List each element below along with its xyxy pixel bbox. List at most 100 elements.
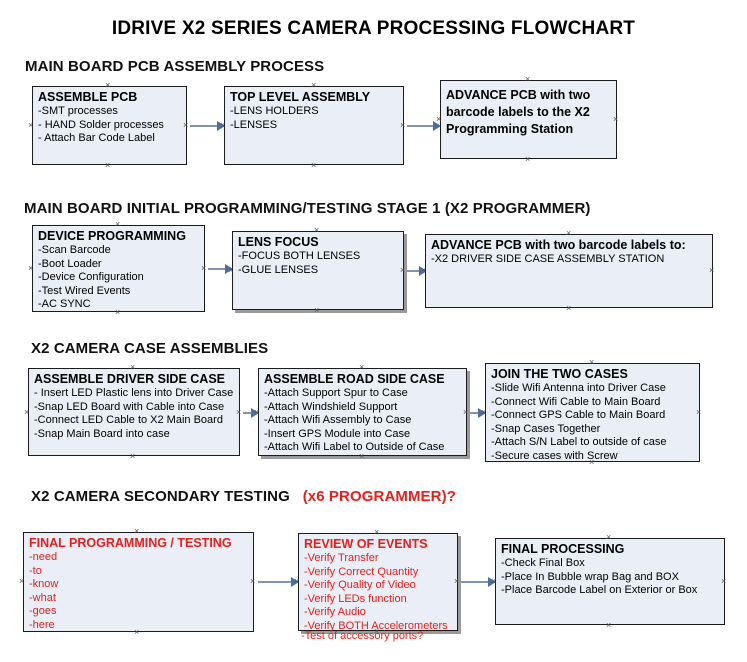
box-title: LENS FOCUS [238,235,319,249]
handle-marker-top[interactable]: × [566,228,572,238]
handle-marker-right[interactable]: × [463,407,469,417]
box-line: -Connect LED Cable to X2 Main Board [34,414,223,426]
handle-marker-bottom[interactable]: × [130,451,136,461]
handle-marker-top[interactable]: × [359,362,365,372]
box-title: ADVANCE PCB with two barcode labels to t… [446,88,591,136]
section-heading-text: X2 CAMERA SECONDARY TESTING [31,488,290,505]
handle-marker-top[interactable]: × [589,357,595,367]
section-heading-text: X2 CAMERA CASE ASSEMBLIES [31,340,269,357]
handle-marker-bottom[interactable]: × [606,620,612,630]
box-line: -Verify BOTH Accelerometers [304,619,448,632]
box-line: -Attach Wifi Assembly to Case [264,414,412,426]
handle-marker-top[interactable]: × [311,80,317,90]
box-title: JOIN THE TWO CASES [491,367,628,381]
connector-device-programming-to-lens-focus [208,264,233,274]
handle-marker-left[interactable]: × [19,576,25,586]
handle-marker-right[interactable]: × [236,407,242,417]
handle-marker-left[interactable]: × [491,576,497,586]
handle-marker-left[interactable]: × [228,265,234,275]
handle-marker-top[interactable]: × [374,527,380,537]
arrowhead-icon [251,408,259,418]
handle-marker-bottom[interactable]: × [566,303,572,313]
handle-marker-top[interactable]: × [105,80,111,90]
box-title: REVIEW OF EVENTS [304,537,428,551]
handle-marker-top[interactable]: × [314,225,320,235]
process-box-final-processing[interactable]: FINAL PROCESSING -Check Final Box -Place… [495,538,725,625]
section-heading-main-board-pcb-assembly: MAIN BOARD PCB ASSEMBLY PROCESS [25,58,324,75]
handle-marker-left[interactable]: × [28,263,34,273]
box-line: -Boot Loader [38,257,102,270]
section-heading-text: MAIN BOARD INITIAL PROGRAMMING/TESTING S… [24,200,591,217]
process-box-advance-pcb-to-x2-programming-station[interactable]: ADVANCE PCB with two barcode labels to t… [440,80,617,159]
handle-marker-bottom[interactable]: × [374,626,380,636]
box-title: FINAL PROGRAMMING / TESTING [29,536,232,550]
handle-marker-left[interactable]: × [28,120,34,130]
process-box-advance-pcb-to-driver-side-case-station[interactable]: ADVANCE PCB with two barcode labels to: … [425,234,713,308]
handle-marker-right[interactable]: × [400,265,406,275]
box-title: ASSEMBLE DRIVER SIDE CASE [34,372,226,386]
box-line: -X2 DRIVER SIDE CASE ASSEMBLY STATION [431,253,665,265]
handle-marker-left[interactable]: × [220,120,226,130]
handle-marker-bottom[interactable]: × [359,451,365,461]
handle-marker-top[interactable]: × [525,74,531,84]
process-box-assemble-driver-side-case[interactable]: ASSEMBLE DRIVER SIDE CASE - Insert LED P… [28,368,240,456]
handle-marker-bottom[interactable]: × [311,160,317,170]
handle-marker-top[interactable]: × [115,219,121,229]
handle-marker-left[interactable]: × [24,407,30,417]
handle-marker-right[interactable]: × [250,576,256,586]
arrowhead-icon [433,121,441,131]
handle-marker-bottom[interactable]: × [115,307,121,317]
box-line: -Insert GPS Module into Case [264,427,411,440]
process-box-review-of-events[interactable]: REVIEW OF EVENTS -Verify Transfer -Verif… [298,533,458,632]
handle-marker-right[interactable]: × [613,114,619,124]
handle-marker-top[interactable]: × [606,532,612,542]
handle-marker-left[interactable]: × [254,407,260,417]
box-line: -Test Wired Events [38,284,131,297]
handle-marker-left[interactable]: × [421,265,427,275]
box-line: -Snap Main Board into case [34,427,170,440]
box-title: ASSEMBLE PCB [38,90,138,104]
handle-marker-right[interactable]: × [201,263,207,273]
handle-marker-left[interactable]: × [436,114,442,124]
box-title: TOP LEVEL ASSEMBLY [230,90,371,104]
handle-marker-top[interactable]: × [130,362,136,372]
handle-marker-top[interactable]: × [134,526,140,536]
process-box-assemble-road-side-case[interactable]: ASSEMBLE ROAD SIDE CASE -Attach Support … [258,368,467,456]
box-line: -GLUE LENSES [238,263,319,276]
box-line: -Verify LEDs function [304,592,407,605]
box-line: -Attach Support Spur to Case [264,387,408,399]
handle-marker-right[interactable]: × [454,576,460,586]
process-box-assemble-pcb[interactable]: ASSEMBLE PCB -SMT processes - HAND Solde… [32,86,187,165]
handle-marker-right[interactable]: × [721,576,727,586]
box-line: -Snap Cases Together [491,422,601,435]
handle-marker-bottom[interactable]: × [314,305,320,315]
box-line: -Verify Audio [304,606,366,618]
handle-marker-bottom[interactable]: × [105,160,111,170]
arrowhead-icon [225,264,233,274]
handle-marker-bottom[interactable]: × [134,627,140,637]
handle-marker-left[interactable]: × [294,576,300,586]
arrowhead-icon [419,266,427,276]
process-box-final-programming-testing[interactable]: FINAL PROGRAMMING / TESTING -need -to -k… [23,532,254,632]
process-box-device-programming[interactable]: DEVICE PROGRAMMING -Scan Barcode -Boot L… [32,225,205,312]
handle-marker-bottom[interactable]: × [525,154,531,164]
arrowhead-icon [291,577,299,587]
handle-marker-right[interactable]: × [183,120,189,130]
section-heading-x2-camera-case-assemblies: X2 CAMERA CASE ASSEMBLIES [31,340,268,357]
process-box-join-the-two-cases[interactable]: JOIN THE TWO CASES -Slide Wifi Antenna i… [485,363,700,462]
handle-marker-left[interactable]: × [481,407,487,417]
box-line: -Check Final Box [501,557,585,569]
box-line: -Verify Correct Quantity [304,565,419,578]
process-box-top-level-assembly[interactable]: TOP LEVEL ASSEMBLY -LENS HOLDERS -LENSES [224,86,404,165]
handle-marker-right[interactable]: × [709,265,715,275]
box-line: -to [29,564,42,577]
box-line: - HAND Solder processes [38,118,164,131]
process-box-lens-focus[interactable]: LENS FOCUS -FOCUS BOTH LENSES -GLUE LENS… [232,231,404,310]
connector-driver-side-to-road-side [243,408,259,418]
handle-marker-right[interactable]: × [400,120,406,130]
handle-marker-right[interactable]: × [696,407,702,417]
box-overflow-line-review-of-events: -Test of accessory ports? [301,630,424,642]
box-line: -Verify Transfer [304,552,379,564]
handle-marker-bottom[interactable]: × [589,457,595,467]
